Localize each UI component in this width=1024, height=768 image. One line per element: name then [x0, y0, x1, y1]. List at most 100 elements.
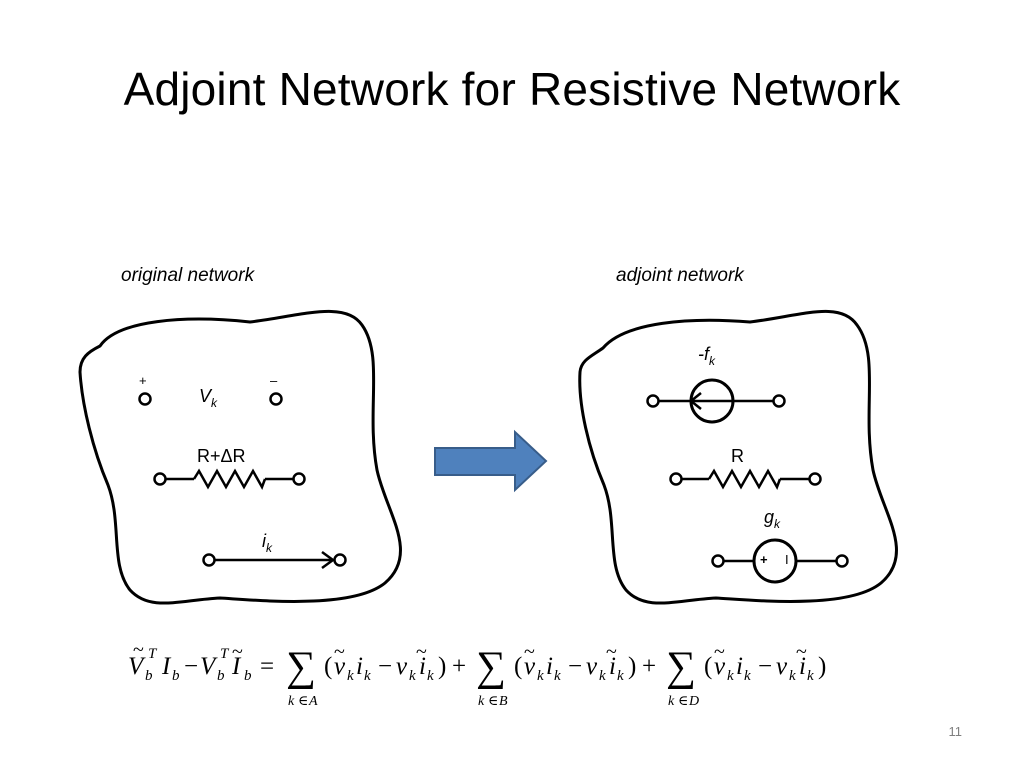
voltage-terminal-minus — [269, 392, 283, 406]
original-network-caption: original network — [121, 265, 255, 286]
svg-text:v: v — [334, 653, 346, 680]
svg-text:i: i — [546, 653, 553, 680]
svg-text:V: V — [128, 653, 146, 680]
svg-text:(: ( — [324, 653, 332, 680]
svg-text:T: T — [220, 646, 230, 662]
svg-text:v: v — [524, 653, 536, 680]
svg-text:V: V — [200, 653, 218, 680]
vsource-label-main: g — [764, 507, 775, 527]
source-label-subscript: k — [709, 354, 715, 368]
adjoint-voltage-source — [711, 538, 849, 584]
svg-text:v: v — [586, 653, 598, 680]
current-label-subscript: k — [266, 541, 272, 555]
svg-text:T: T — [148, 646, 158, 662]
svg-text:b: b — [145, 668, 153, 684]
adjoint-resistor-label: R — [731, 446, 744, 466]
voltage-label-main: V — [199, 386, 212, 406]
slide-title: Adjoint Network for Resistive Network — [123, 63, 901, 115]
svg-text:i: i — [356, 653, 363, 680]
svg-text:v: v — [714, 653, 726, 680]
adjoint-network-boundary — [578, 309, 898, 605]
current-branch — [202, 550, 347, 570]
svg-text:v: v — [776, 653, 788, 680]
svg-text:+: + — [452, 653, 466, 680]
svg-text:k: k — [744, 668, 751, 684]
transform-arrow — [434, 429, 548, 493]
svg-text:b: b — [217, 668, 225, 684]
voltage-plus-label: + — [139, 373, 147, 388]
svg-text:~: ~ — [524, 642, 535, 663]
svg-text:I: I — [231, 653, 242, 680]
voltage-label-subscript: k — [211, 396, 218, 410]
voltage-minus-label: – — [270, 373, 278, 388]
svg-text:): ) — [628, 653, 636, 680]
svg-text:∑: ∑ — [476, 644, 506, 690]
svg-text:~: ~ — [416, 642, 427, 663]
adjoint-current-source — [646, 378, 786, 424]
svg-text:k: k — [554, 668, 561, 684]
svg-text:k: k — [807, 668, 814, 684]
svg-text:k: k — [288, 694, 295, 709]
svg-text:k: k — [599, 668, 606, 684]
vsource-label-subscript: k — [774, 517, 781, 531]
svg-text:k: k — [668, 694, 675, 709]
svg-text:b: b — [244, 668, 252, 684]
svg-text:∈: ∈ — [488, 694, 498, 709]
vsource-minus-label: I — [785, 552, 789, 567]
voltage-label: Vk — [199, 386, 218, 410]
svg-text:−: − — [568, 653, 582, 680]
svg-text:k: k — [427, 668, 434, 684]
svg-text:~: ~ — [232, 642, 243, 663]
current-label: ik — [262, 531, 272, 555]
svg-text:∑: ∑ — [666, 644, 696, 690]
svg-text:b: b — [172, 668, 180, 684]
svg-text:D: D — [688, 694, 699, 709]
source-label-main: -f — [698, 344, 709, 364]
svg-text:i: i — [419, 653, 426, 680]
adjoint-resistor-r — [669, 468, 822, 490]
svg-text:∈: ∈ — [298, 694, 308, 709]
svg-text:): ) — [438, 653, 446, 680]
svg-text:=: = — [260, 653, 274, 680]
vsource-label: gk — [764, 507, 781, 531]
svg-text:i: i — [609, 653, 616, 680]
svg-text:k: k — [478, 694, 485, 709]
svg-text:i: i — [736, 653, 743, 680]
vsource-plus-label: + — [760, 552, 768, 567]
svg-text:v: v — [396, 653, 408, 680]
svg-text:k: k — [347, 668, 354, 684]
svg-text:−: − — [378, 653, 392, 680]
svg-text:−: − — [758, 653, 772, 680]
svg-text:+: + — [642, 653, 656, 680]
svg-text:i: i — [799, 653, 806, 680]
voltage-terminal-plus — [138, 392, 152, 406]
current-label-main: i — [262, 531, 266, 551]
svg-text:~: ~ — [606, 642, 617, 663]
svg-text:~: ~ — [796, 642, 807, 663]
svg-text:(: ( — [704, 653, 712, 680]
svg-text:B: B — [499, 694, 508, 709]
svg-text:k: k — [364, 668, 371, 684]
svg-text:~: ~ — [334, 642, 345, 663]
svg-text:): ) — [818, 653, 826, 680]
svg-text:k: k — [789, 668, 796, 684]
svg-text:(: ( — [514, 653, 522, 680]
svg-text:~: ~ — [714, 642, 725, 663]
svg-text:k: k — [537, 668, 544, 684]
svg-text:∈: ∈ — [678, 694, 688, 709]
svg-text:k: k — [727, 668, 734, 684]
page-number: 11 — [948, 724, 963, 739]
adjoint-network-caption: adjoint network — [616, 265, 744, 286]
source-label: -fk — [698, 344, 715, 368]
resistor-label: R+ΔR — [197, 446, 246, 466]
svg-text:−: − — [184, 653, 198, 680]
svg-text:k: k — [617, 668, 624, 684]
resistor-r-plus-delta-r — [153, 468, 306, 490]
original-network-boundary — [78, 309, 402, 605]
svg-text:∑: ∑ — [286, 644, 316, 690]
svg-text:~: ~ — [133, 642, 144, 661]
svg-text:k: k — [409, 668, 416, 684]
